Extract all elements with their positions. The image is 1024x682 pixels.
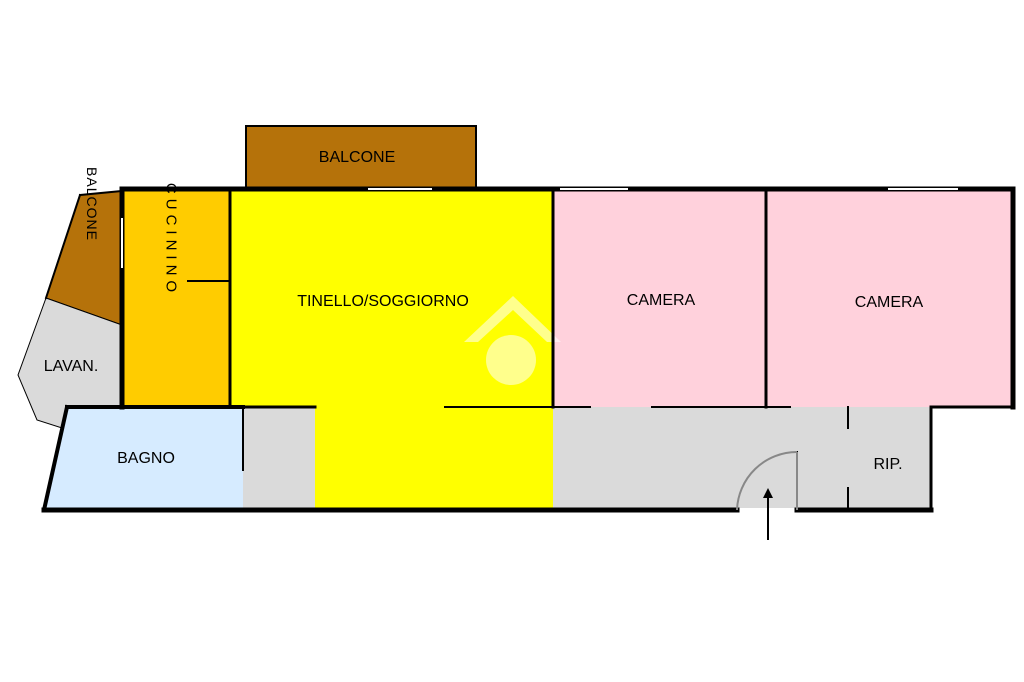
camera-2-label: CAMERA bbox=[855, 294, 924, 311]
balcone-top-area bbox=[245, 125, 477, 189]
camera-2-area bbox=[766, 191, 1011, 407]
bagno-area bbox=[44, 407, 243, 508]
camera-1-label: CAMERA bbox=[627, 292, 696, 309]
entrance-arrow-icon bbox=[763, 488, 773, 540]
house-logo-icon bbox=[464, 296, 561, 385]
camera-1-area bbox=[553, 191, 766, 407]
windows bbox=[121, 188, 958, 268]
bagno-label: BAGNO bbox=[117, 450, 175, 467]
entrance-door bbox=[736, 451, 798, 511]
cucinino-area bbox=[124, 191, 230, 407]
ripostiglio-label: RIP. bbox=[873, 456, 902, 473]
balcone-side-label: BALCONE bbox=[84, 167, 100, 241]
tinello-lower-area bbox=[315, 407, 553, 508]
hall-area-right bbox=[553, 407, 931, 508]
cucinino-label: CUCININO bbox=[163, 183, 180, 297]
tinello-label: TINELLO/SOGGIORNO bbox=[297, 293, 469, 310]
lavanderia-label: LAVAN. bbox=[44, 358, 99, 375]
hall-area-left bbox=[243, 407, 315, 508]
balcone-top-label: BALCONE bbox=[319, 149, 395, 166]
